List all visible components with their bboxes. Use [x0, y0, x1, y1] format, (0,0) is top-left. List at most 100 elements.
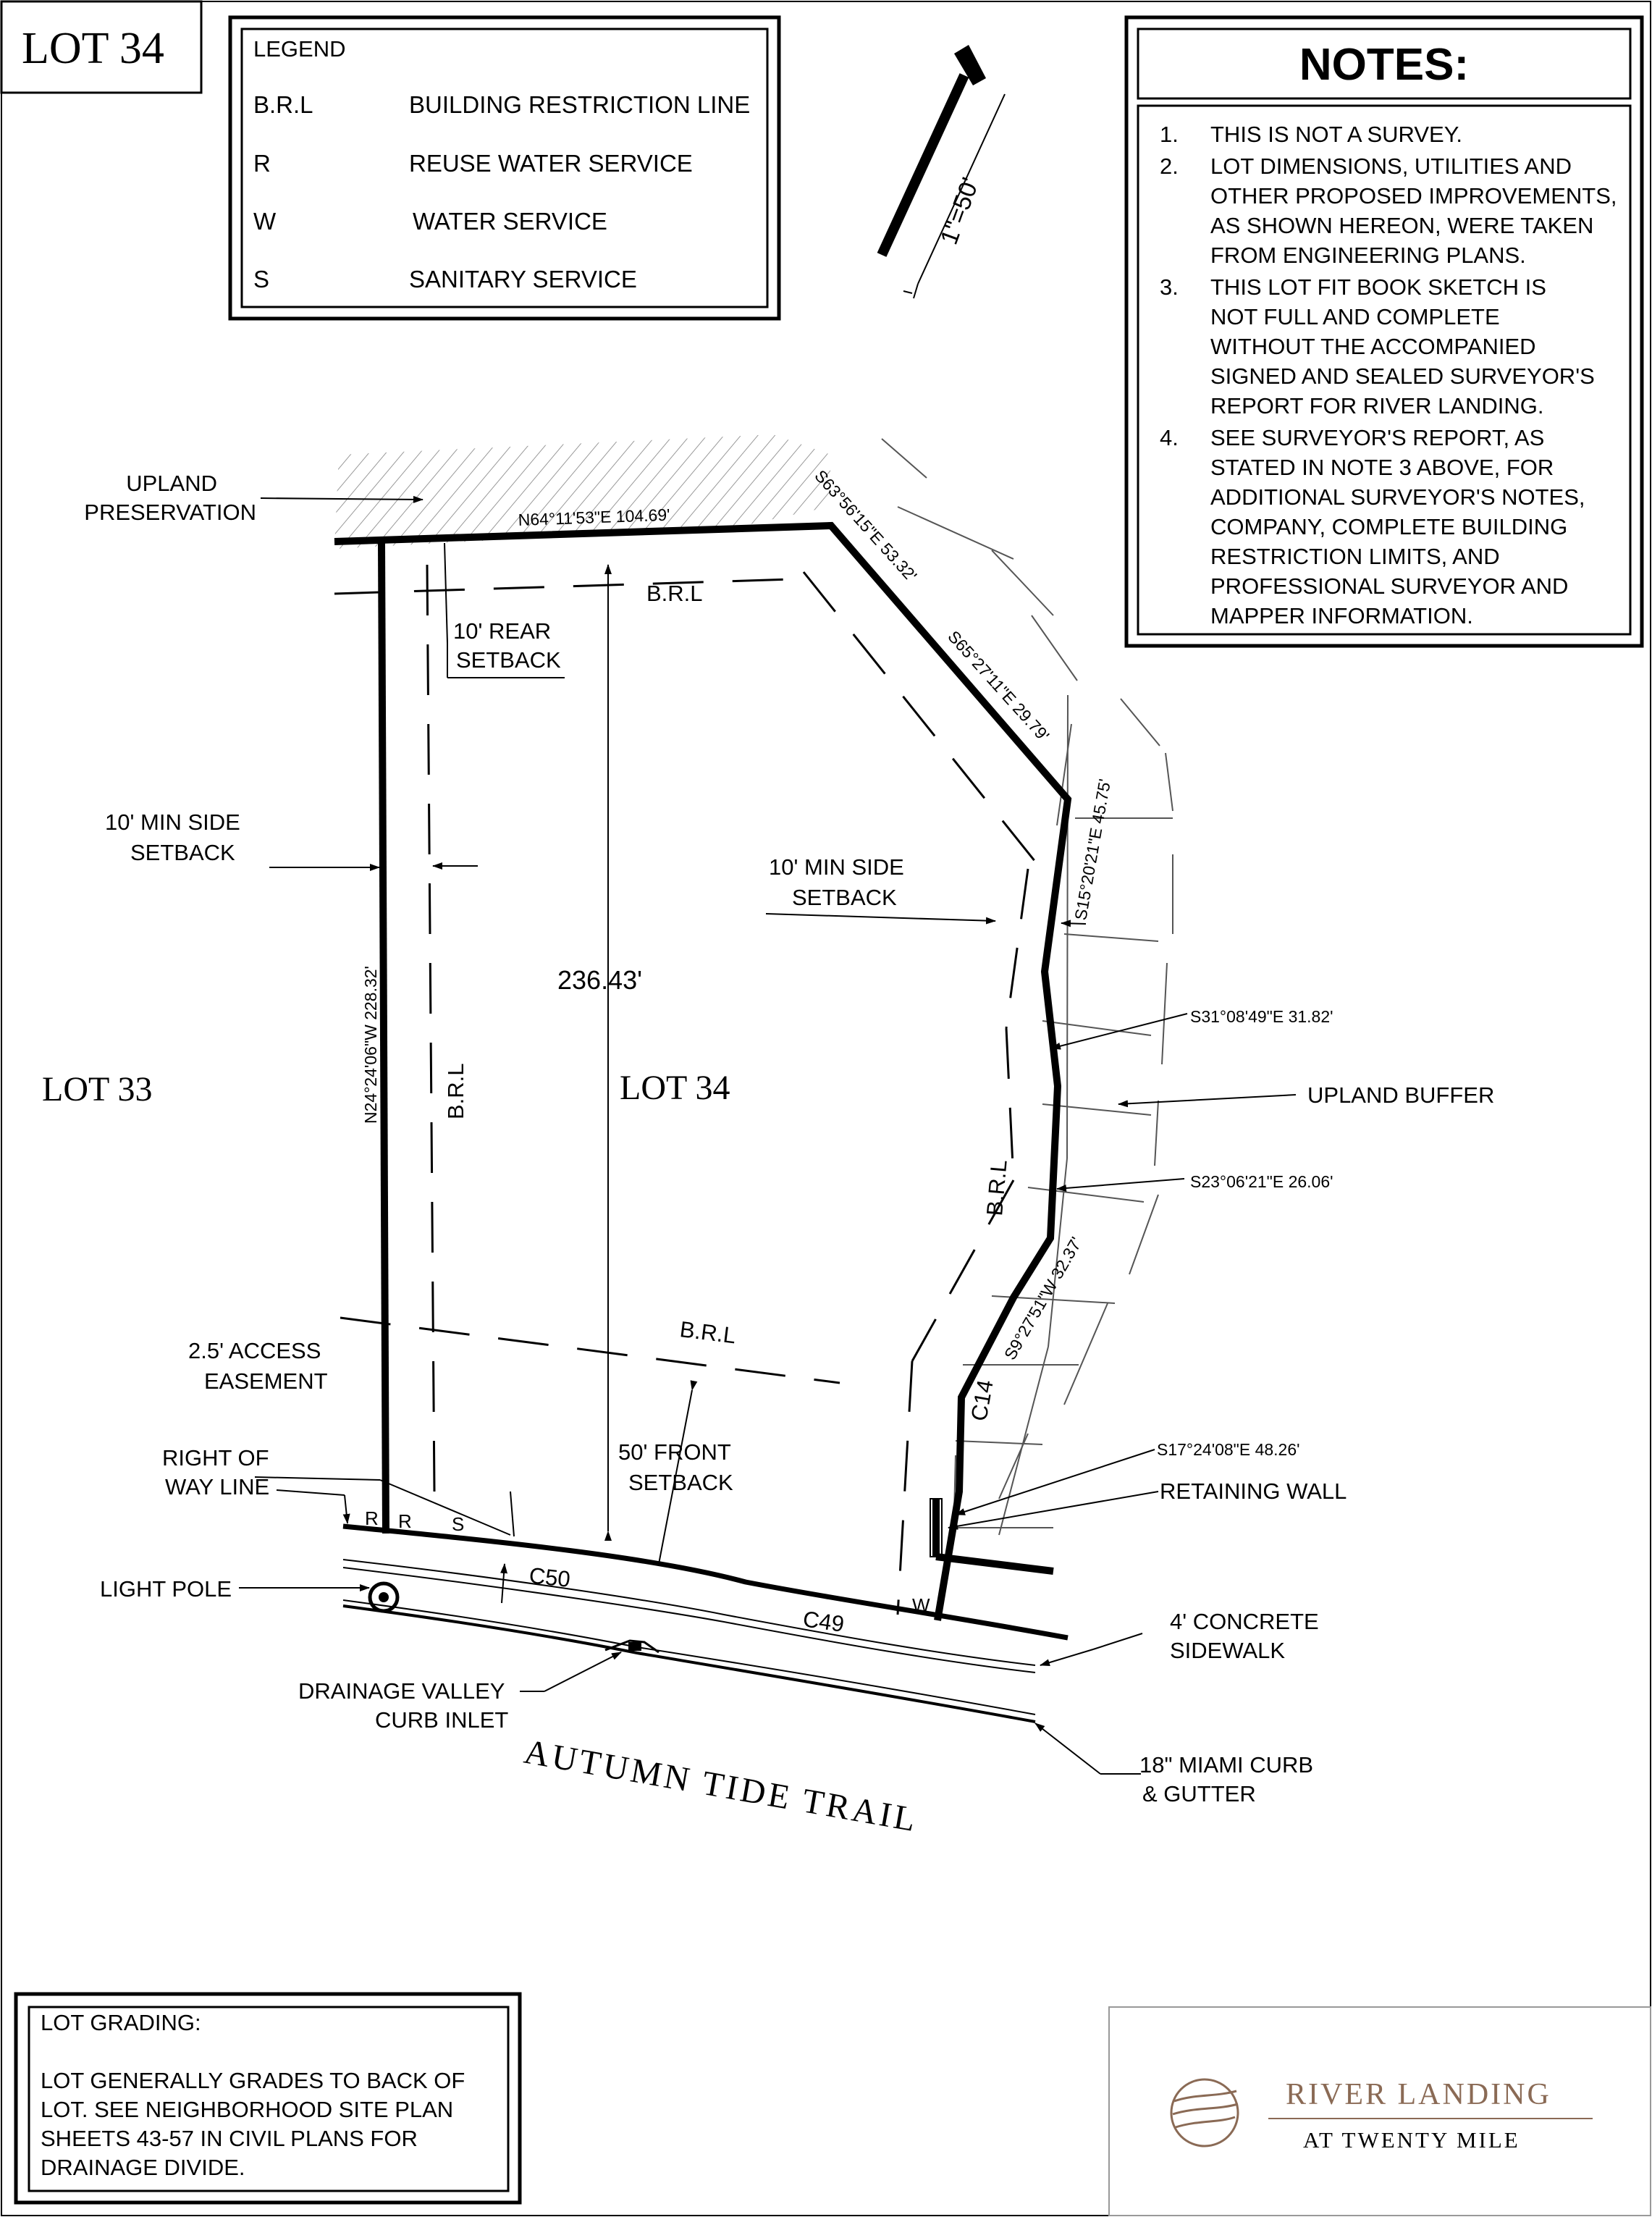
drainage-inlet-label: DRAINAGE VALLEY	[298, 1678, 505, 1704]
bearing-retaining: S17°24'08"E 48.26'	[1157, 1440, 1300, 1459]
legend-meaning: SANITARY SERVICE	[409, 266, 637, 293]
rear-setback-label: SETBACK	[456, 647, 561, 673]
lot-grading-text: LOT GENERALLY GRADES TO BACK OF LOT. SEE …	[41, 2068, 465, 2180]
title-box: LOT 34	[0, 0, 203, 94]
drainage-inlet-label: CURB INLET	[375, 1707, 508, 1733]
note-line: THIS IS NOT A SURVEY.	[1210, 122, 1462, 147]
note-number: 1.	[1160, 122, 1179, 147]
note-number: 3.	[1160, 274, 1179, 300]
legend-code: S	[253, 266, 269, 293]
note-number: 2.	[1160, 153, 1179, 179]
note-line: REPORT FOR RIVER LANDING.	[1210, 393, 1544, 418]
note-line: OTHER PROPOSED IMPROVEMENTS,	[1210, 183, 1617, 209]
legend-code: B.R.L	[253, 91, 313, 118]
west-boundary	[378, 542, 389, 1534]
lot-grading-box: LOT GRADING: LOT GENERALLY GRADES TO BAC…	[14, 1992, 522, 2205]
lot-boundary	[334, 521, 1072, 1621]
bearing-ne2: S65°27'11"E 29.79'	[944, 627, 1053, 745]
lot-grading-line: SHEETS 43-57 IN CIVIL PLANS FOR	[41, 2126, 418, 2151]
bearing-east3: S23°06'21"E 26.06'	[1190, 1172, 1333, 1191]
retaining-wall-label: RETAINING WALL	[1160, 1478, 1347, 1504]
note-line: AS SHOWN HEREON, WERE TAKEN	[1210, 213, 1593, 238]
curb-inlet-icon	[628, 1642, 641, 1651]
upland-buffer-label: UPLAND BUFFER	[1307, 1082, 1494, 1108]
service-marker: R	[398, 1510, 412, 1532]
service-marker: R	[365, 1507, 379, 1529]
lot-grading-line: LOT. SEE NEIGHBORHOOD SITE PLAN	[41, 2097, 453, 2122]
river-landing-logo: RIVER LANDING AT TWENTY MILE	[1108, 2006, 1651, 2216]
lot-grading-line: DRAINAGE DIVIDE.	[41, 2155, 245, 2180]
note-line: PROFESSIONAL SURVEYOR AND	[1210, 573, 1568, 599]
note-line: LOT DIMENSIONS, UTILITIES AND	[1210, 153, 1572, 179]
upland-buffer-lines	[881, 438, 1173, 1536]
upland-preservation-label: PRESERVATION	[84, 500, 256, 525]
light-pole-label: LIGHT POLE	[100, 1576, 232, 1602]
curve-label: C49	[801, 1606, 846, 1637]
sidewalk-curb	[342, 1559, 1036, 1723]
note-line: MAPPER INFORMATION.	[1210, 603, 1473, 628]
street-name: AUTUMN TIDE TRAIL	[521, 1733, 921, 1840]
notes-heading: NOTES:	[1299, 40, 1469, 90]
curb-gutter-label: & GUTTER	[1142, 1781, 1256, 1806]
legend-meaning: REUSE WATER SERVICE	[409, 150, 693, 177]
title-box-label: LOT 34	[22, 24, 164, 73]
light-pole-icon	[368, 1581, 400, 1613]
front-lot-line	[342, 1523, 1069, 1641]
sidewalk-label: 4' CONCRETE	[1170, 1609, 1319, 1634]
note-line: WITHOUT THE ACCOMPANIED	[1210, 334, 1536, 359]
front-setback-label: SETBACK	[628, 1470, 733, 1495]
service-marker: W	[912, 1594, 930, 1616]
legend-box: LEGEND B.R.L BUILDING RESTRICTION LINE R…	[228, 15, 781, 321]
bearing-east2: S31°08'49"E 31.82'	[1190, 1007, 1333, 1026]
logo-subtitle: AT TWENTY MILE	[1303, 2127, 1520, 2153]
right-of-way-label: RIGHT OF	[162, 1445, 269, 1471]
note-line: RESTRICTION LIMITS, AND	[1210, 544, 1500, 569]
upland-preservation-hatch	[334, 434, 831, 549]
retaining-wall	[930, 1498, 1054, 1575]
notes-list: 1. THIS IS NOT A SURVEY. 2. LOT DIMENSIONS,…	[1160, 122, 1617, 628]
note-line: FROM ENGINEERING PLANS.	[1210, 243, 1526, 268]
legend-code: R	[253, 150, 271, 177]
side-setback-right-label: 10' MIN SIDE	[769, 854, 904, 880]
legend-code: W	[253, 208, 277, 235]
bearing-west: N24°24'06"W 228.32'	[361, 966, 380, 1124]
lot34-label: LOT 34	[620, 1069, 730, 1107]
note-line: COMPANY, COMPLETE BUILDING	[1210, 514, 1567, 539]
service-marker: S	[452, 1513, 464, 1535]
lot-grading-line: LOT GENERALLY GRADES TO BACK OF	[41, 2068, 465, 2093]
curve-label: C50	[528, 1562, 571, 1592]
notes-box: NOTES: 1. THIS IS NOT A SURVEY. 2. LOT DIME…	[1124, 15, 1644, 648]
depth-dimension: 236.43'	[557, 965, 642, 995]
legend-meaning: WATER SERVICE	[413, 208, 607, 235]
curb-gutter-label: 18" MIAMI CURB	[1139, 1752, 1313, 1778]
side-setback-left-label: 10' MIN SIDE	[105, 809, 240, 835]
note-line: STATED IN NOTE 3 ABOVE, FOR	[1210, 455, 1554, 480]
note-line: ADDITIONAL SURVEYOR'S NOTES,	[1210, 484, 1585, 510]
upland-preservation-label: UPLAND	[126, 471, 217, 496]
lot-grading-heading: LOT GRADING:	[41, 2010, 201, 2035]
brl-label: B.R.L	[678, 1316, 737, 1348]
side-setback-right-label: SETBACK	[792, 885, 897, 910]
lot33-label: LOT 33	[42, 1070, 152, 1108]
legend-meaning: BUILDING RESTRICTION LINE	[409, 91, 750, 118]
rear-setback-label: 10' REAR	[453, 618, 551, 644]
right-of-way-label: WAY LINE	[165, 1474, 269, 1499]
side-setback-left-label: SETBACK	[130, 840, 235, 865]
note-number: 4.	[1160, 425, 1179, 450]
sidewalk-label: SIDEWALK	[1170, 1638, 1285, 1663]
brl-label: B.R.L	[443, 1063, 468, 1119]
brl-label: B.R.L	[982, 1158, 1012, 1216]
brl-label: B.R.L	[646, 581, 703, 606]
note-line: NOT FULL AND COMPLETE	[1210, 304, 1500, 329]
scale-label: 1"=50'	[935, 174, 985, 248]
legend-heading: LEGEND	[253, 36, 345, 62]
bearing-east1: S15°20'21"E 45.75'	[1071, 778, 1114, 922]
note-line: SIGNED AND SEALED SURVEYOR'S	[1210, 363, 1595, 389]
note-line: SEE SURVEYOR'S REPORT, AS	[1210, 425, 1544, 450]
leader-lines	[239, 495, 1297, 1775]
access-easement-label: 2.5' ACCESS	[188, 1338, 321, 1363]
access-easement-label: EASEMENT	[204, 1368, 328, 1394]
river-landing-emblem-icon	[1170, 2078, 1239, 2147]
